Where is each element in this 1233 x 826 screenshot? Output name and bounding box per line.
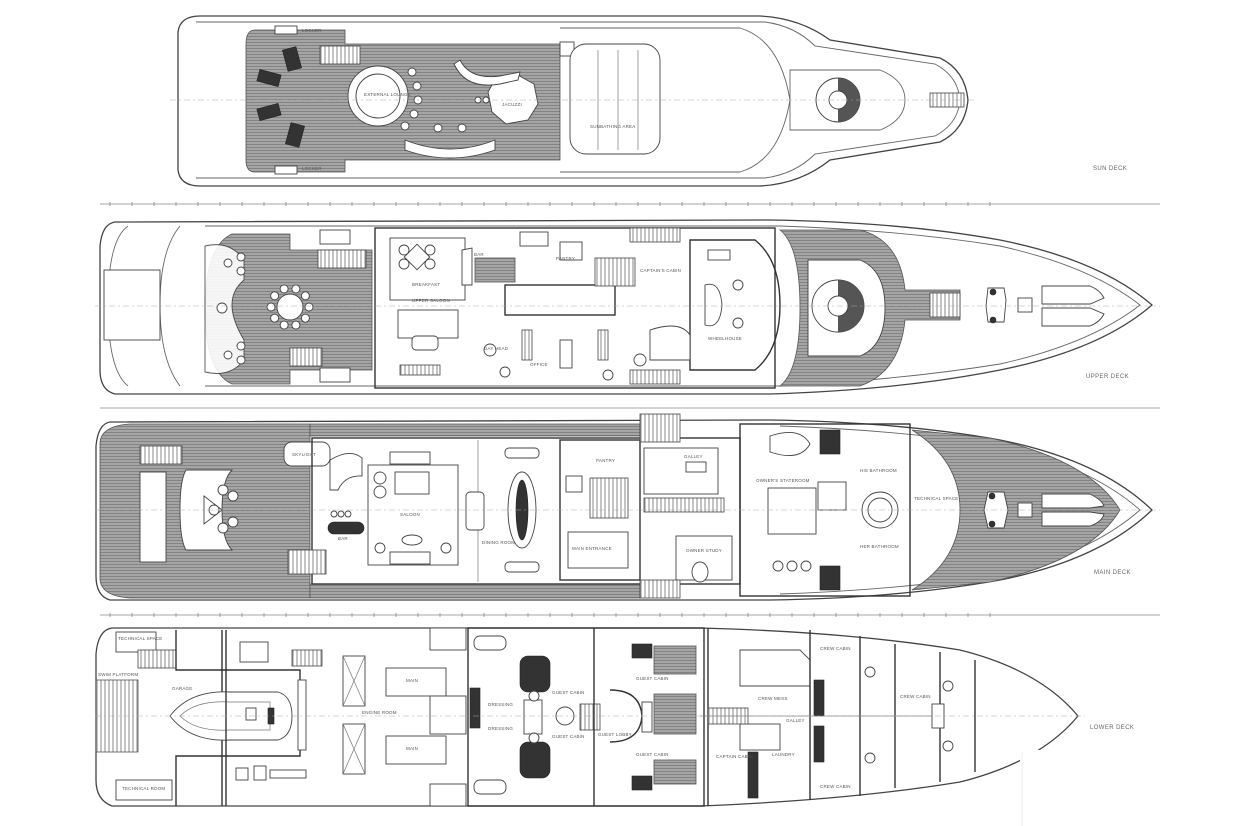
room-label-her-bathroom: HER BATHROOM xyxy=(860,544,899,549)
room-label-engine-2: MAIN xyxy=(406,746,419,751)
deck-label-upper: UPPER DECK xyxy=(1086,374,1130,380)
room-label-captain-cabin: CAPTAIN CABIN xyxy=(716,754,753,759)
room-label-guest-cabin-1: GUEST CABIN xyxy=(552,690,585,695)
room-label-engine-room: ENGINE ROOM xyxy=(362,710,397,715)
room-label-laundry: LAUNDRY xyxy=(772,752,795,757)
room-label-pantry: PANTRY xyxy=(556,256,576,261)
room-label-dressing-1: DRESSING xyxy=(488,702,514,707)
room-label-pantry-main: PANTRY xyxy=(596,458,616,463)
room-label-crew-cabin-2: CREW CABIN xyxy=(820,784,851,789)
sun-deck xyxy=(170,15,975,187)
room-label-locker-stbd: LOCKER xyxy=(302,166,322,171)
room-label-tech-space-main: TECHNICAL SPACE xyxy=(914,496,959,501)
room-label-jacuzzi: JACUZZI xyxy=(502,102,522,107)
room-label-office: OFFICE xyxy=(530,362,548,367)
room-label-guest-lobby: GUEST LOBBY xyxy=(598,732,632,737)
room-label-galley: GALLEY xyxy=(684,454,703,459)
room-label-bar-main: BAR xyxy=(338,536,348,541)
room-label-captain: CAPTAIN'S CABIN xyxy=(640,268,682,273)
room-label-galley-lower: GALLEY xyxy=(786,718,805,723)
room-label-crew-cabin-1: CREW CABIN xyxy=(820,646,851,651)
main-deck xyxy=(95,413,1160,601)
room-label-dressing-2: DRESSING xyxy=(488,726,514,731)
room-label-crew-cabin-3: CREW CABIN xyxy=(900,694,931,699)
room-label-wheelhouse: WHEELHOUSE xyxy=(708,336,743,341)
room-label-bar: BAR xyxy=(474,252,484,257)
lower-deck xyxy=(95,627,1085,807)
deck-label-main: MAIN DECK xyxy=(1094,570,1131,576)
room-label-guest-cabin-2: GUEST CABIN xyxy=(552,734,585,739)
room-label-owner-study: OWNER STUDY xyxy=(686,548,722,553)
round-table xyxy=(266,284,314,330)
room-label-guest-cabin-3: GUEST CABIN xyxy=(636,676,669,681)
room-label-day-head: DAY HEAD xyxy=(484,346,509,351)
room-label-swim-platform: SWIM PLATFORM xyxy=(98,672,139,677)
room-label-guest-cabin-4: GUEST CABIN xyxy=(636,752,669,757)
deck-label-sun: SUN DECK xyxy=(1093,166,1128,172)
room-label-his-bathroom: HIS BATHROOM xyxy=(860,468,897,473)
room-label-locker-port: LOCKER xyxy=(302,28,322,33)
room-label-tech-room: TECHNICAL ROOM xyxy=(122,786,166,791)
room-label-sunbathing: SUNBATHING AREA xyxy=(590,124,636,129)
room-label-owner-stateroom: OWNER'S STATEROOM xyxy=(756,478,810,483)
room-label-skylight: SKYLIGHT xyxy=(292,452,316,457)
room-label-crew-mess: CREW MESS xyxy=(758,696,788,701)
frame-ruler xyxy=(100,202,1160,206)
room-label-garage: GARAGE xyxy=(172,686,193,691)
room-label-main-entrance: MAIN ENTRANCE xyxy=(572,546,612,551)
room-label-dining: DINING ROOM xyxy=(482,540,516,545)
room-label-breakfast: BREAKFAST xyxy=(412,282,441,287)
room-label-engine-1: MAIN xyxy=(406,678,419,683)
upper-deck xyxy=(95,219,1160,395)
room-label-tech-space-lower: TECHNICAL SPACE xyxy=(118,636,163,641)
room-label-saloon: SALOON xyxy=(400,512,420,517)
room-label-upper-saloon: UPPER SALOON xyxy=(412,298,450,303)
room-label-external-lounge: EXTERNAL LOUNGE xyxy=(364,92,411,97)
deck-label-lower: LOWER DECK xyxy=(1090,725,1135,731)
